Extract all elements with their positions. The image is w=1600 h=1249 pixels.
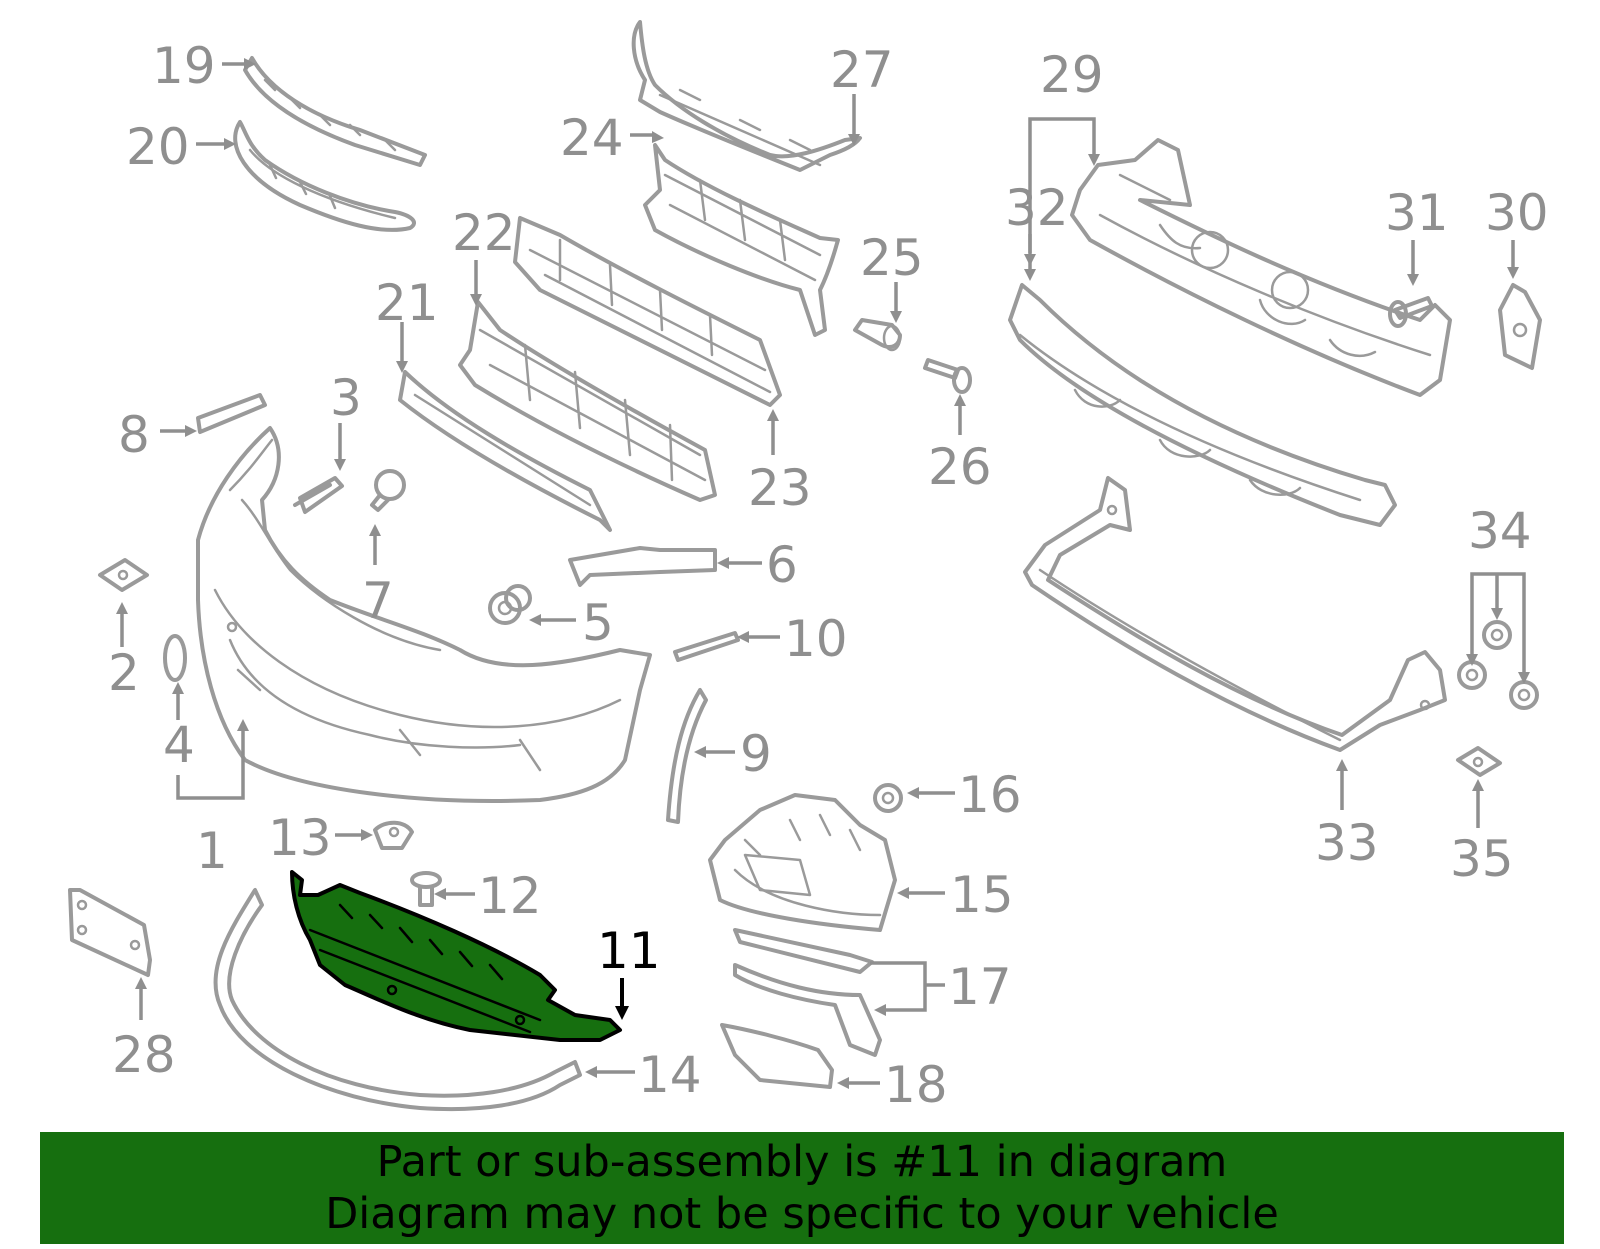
part-18-trim — [720, 1023, 834, 1089]
label-3: 3 — [330, 369, 362, 427]
part-11-undertray-highlighted — [290, 870, 622, 1042]
banner-line-1: Part or sub-assembly is #11 in diagram — [376, 1137, 1228, 1187]
part-10-seal — [673, 631, 740, 662]
label-25: 25 — [860, 229, 924, 287]
part-12-bolt — [410, 871, 442, 907]
part-17-trim — [733, 928, 882, 1057]
part-35-nut — [1456, 746, 1502, 777]
part-20-trim — [233, 120, 416, 232]
label-26: 26 — [928, 438, 992, 496]
label-24: 24 — [560, 109, 624, 167]
part-7-pin — [370, 469, 406, 512]
label-34: 34 — [1468, 502, 1532, 560]
label-14: 14 — [638, 1046, 702, 1104]
label-31: 31 — [1385, 184, 1449, 242]
label-5: 5 — [582, 594, 614, 652]
part-13-bracket — [373, 820, 414, 850]
label-33: 33 — [1315, 814, 1379, 872]
part-24-duct — [643, 143, 840, 337]
part-25-clip — [853, 318, 902, 352]
label-7: 7 — [362, 572, 394, 630]
label-21: 21 — [375, 274, 439, 332]
part-31-bolt — [1388, 296, 1434, 328]
banner-line-2: Diagram may not be specific to your vehi… — [325, 1189, 1279, 1239]
label-20: 20 — [126, 118, 190, 176]
label-30: 30 — [1485, 184, 1549, 242]
part-27-cover — [631, 20, 862, 172]
part-4-grommet — [163, 634, 187, 682]
label-4: 4 — [163, 716, 195, 774]
part-28-bracket — [68, 888, 152, 977]
part-1-bumper — [196, 426, 652, 803]
label-1: 1 — [196, 822, 228, 880]
label-18: 18 — [884, 1056, 948, 1114]
label-15: 15 — [950, 866, 1014, 924]
part-5-bushing — [488, 584, 532, 625]
label-12: 12 — [478, 867, 542, 925]
label-2: 2 — [108, 644, 140, 702]
label-11-highlighted: 11 — [597, 922, 661, 980]
label-13: 13 — [268, 809, 332, 867]
label-9: 9 — [740, 725, 772, 783]
part-26-bolt — [923, 358, 972, 394]
part-6-bracket — [568, 546, 717, 587]
part-21-mesh — [398, 370, 612, 532]
part-16-grommet — [873, 783, 903, 813]
part-8-bracket — [196, 393, 267, 434]
label-29: 29 — [1040, 46, 1104, 104]
part-15-housing — [708, 793, 897, 932]
label-22: 22 — [452, 204, 516, 262]
leader-lines — [116, 58, 1530, 1089]
label-28: 28 — [112, 1026, 176, 1084]
label-17: 17 — [948, 958, 1012, 1016]
part-32-foam — [1008, 283, 1397, 527]
label-19: 19 — [152, 37, 216, 95]
part-19-strip — [243, 56, 427, 167]
label-16: 16 — [958, 766, 1022, 824]
part-22-grille — [513, 216, 782, 407]
label-32: 32 — [1005, 179, 1069, 237]
part-29-absorber — [1070, 138, 1452, 397]
label-27: 27 — [830, 41, 894, 99]
label-6: 6 — [766, 536, 798, 594]
label-8: 8 — [118, 406, 150, 464]
part-9-seal — [666, 688, 708, 824]
label-35: 35 — [1450, 830, 1514, 888]
label-23: 23 — [748, 459, 812, 517]
callout-labels: 19 20 27 24 22 21 23 25 26 8 3 7 6 5 10 … — [108, 37, 1549, 1114]
part-3-clip — [293, 476, 344, 514]
part-30-plate — [1498, 283, 1542, 370]
part-21-grille — [458, 300, 717, 502]
info-banner: Part or sub-assembly is #11 in diagram D… — [40, 1132, 1564, 1244]
part-2-nut — [98, 558, 149, 592]
label-10: 10 — [784, 610, 848, 668]
part-33-bar — [1023, 476, 1447, 752]
part-14-strip — [213, 888, 582, 1112]
